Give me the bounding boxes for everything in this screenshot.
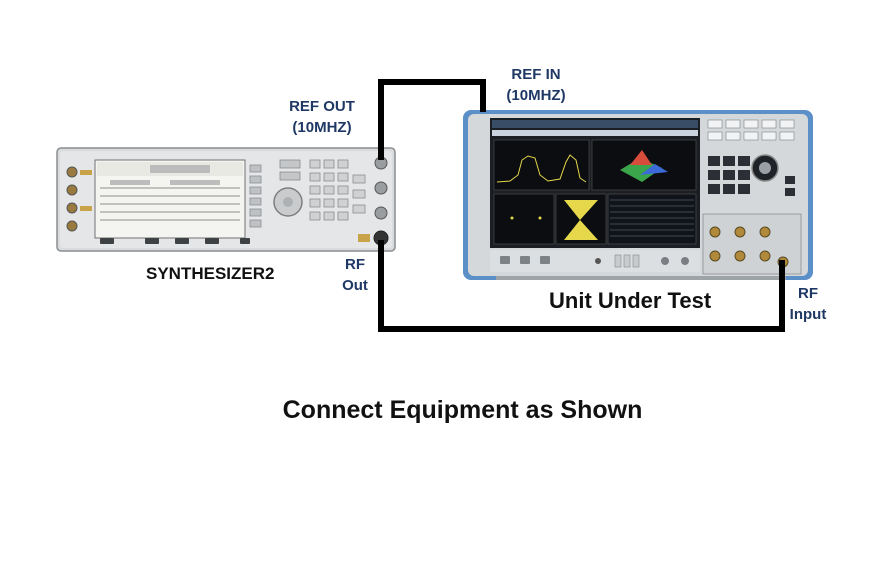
- ref-cable: [378, 79, 486, 160]
- ref-in-line2: (10MHZ): [506, 87, 566, 104]
- unit-under-test-instrument: [463, 110, 813, 280]
- ref-out-label: REF OUT (10MHZ): [282, 96, 362, 138]
- ref-out-line1: REF OUT: [289, 98, 355, 115]
- unit-under-test-title: Unit Under Test: [549, 288, 712, 313]
- ref-in-line1: REF IN: [511, 66, 561, 83]
- synthesizer-instrument: [56, 147, 396, 252]
- rf-input-line1: RF: [798, 285, 818, 302]
- rf-input-label: RF Input: [782, 283, 834, 325]
- rf-input-line2: Input: [789, 306, 827, 323]
- synthesizer-name: SYNTHESIZER2: [146, 264, 275, 283]
- rf-out-label: RF Out: [333, 254, 377, 296]
- instruction-text: Connect Equipment as Shown: [282, 396, 643, 424]
- rf-out-line2: Out: [342, 277, 368, 294]
- ref-in-label: REF IN (10MHZ): [496, 64, 576, 106]
- ref-out-line2: (10MHZ): [292, 119, 352, 136]
- rf-cable: [378, 240, 785, 332]
- rf-out-line1: RF: [345, 256, 365, 273]
